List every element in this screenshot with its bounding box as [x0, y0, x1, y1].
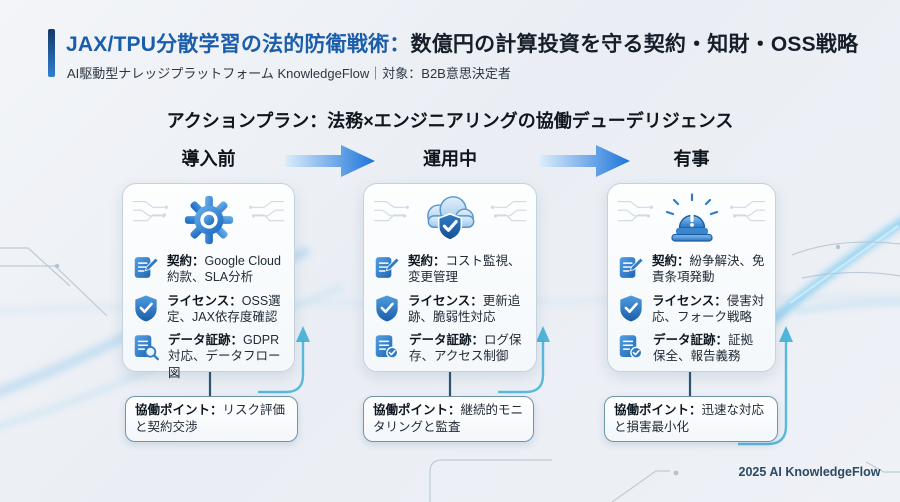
item-value: 更新追跡、脆弱性対応 — [408, 293, 521, 324]
circuit-trace-icon — [730, 200, 766, 222]
circuit-nodes — [54, 244, 841, 476]
card-icon-area — [132, 191, 285, 249]
shield-check-icon — [376, 294, 398, 321]
stage-label-incident: 有事 — [673, 149, 710, 169]
collab-label: 協働ポイント： — [373, 403, 461, 417]
item-label: 契約： — [652, 254, 690, 268]
shield-check-icon — [620, 294, 642, 321]
page-title-rest: 数億円の計算投資を守る契約・知財・OSS戦略 — [410, 33, 859, 56]
card-connectors — [208, 371, 692, 398]
list-item-data-evidence: データ証跡：証拠保全、報告義務 — [618, 332, 765, 365]
stage-label-pre-deployment: 導入前 — [181, 149, 236, 169]
item-label: データ証跡： — [168, 333, 244, 347]
item-text: データ証跡：GDPR対応、データフロー図 — [168, 332, 284, 381]
item-text: ライセンス：OSS選定、JAX依存度確認 — [167, 293, 284, 326]
collab-label: 協働ポイント： — [135, 403, 223, 417]
feedback-arrows — [258, 340, 788, 446]
card-icon-area — [617, 191, 766, 249]
item-value: OSS選定、JAX依存度確認 — [167, 293, 281, 324]
shield-check-icon — [135, 294, 157, 321]
list-item-license: ライセンス：更新追跡、脆弱性対応 — [374, 293, 526, 326]
collab-point-box-pre-deployment: 協働ポイント：リスク評価と契約交渉 — [125, 396, 298, 442]
list-item-data-evidence: データ証跡：GDPR対応、データフロー図 — [133, 332, 284, 381]
item-text: データ証跡：ログ保存、アクセス制御 — [409, 332, 526, 365]
circuit-trace-icon — [249, 200, 285, 222]
item-text: ライセンス：更新追跡、脆弱性対応 — [408, 293, 526, 326]
page-title-highlight: JAX/TPU分散学習の法的防衛戦術： — [66, 33, 411, 56]
gear-icon — [184, 195, 233, 245]
collab-point-box-incident: 協働ポイント：迅速な対応と損害最小化 — [604, 396, 778, 442]
list-item-data-evidence: データ証跡：ログ保存、アクセス制御 — [374, 332, 526, 365]
section-title: アクションプラン：法務×エンジニアリングの協働デューデリジェンス — [166, 111, 734, 131]
stage-arrow-icon — [540, 145, 630, 177]
document-check-icon — [619, 335, 643, 359]
item-value: 証拠保全、報告義務 — [653, 333, 754, 364]
list-item-contract: 契約：紛争解決、免責条項発動 — [618, 253, 765, 286]
page-title: JAX/TPU分散学習の法的防衛戦術：数億円の計算投資を守る契約・知財・OSS戦… — [66, 28, 858, 58]
item-label: データ証跡： — [409, 333, 485, 347]
circuit-trace-icon — [617, 200, 653, 222]
collab-point-box-in-operation: 協働ポイント：継続的モニタリングと監査 — [363, 396, 534, 442]
item-value: コスト監視、変更管理 — [408, 254, 521, 285]
item-label: データ証跡： — [653, 333, 729, 347]
list-item-license: ライセンス：侵害対応、フォーク戦略 — [618, 293, 765, 326]
item-text: ライセンス：侵害対応、フォーク戦略 — [652, 293, 765, 326]
item-label: ライセンス： — [408, 293, 483, 308]
stage-label-in-operation: 運用中 — [423, 149, 477, 169]
circuit-trace-icon — [491, 200, 527, 222]
item-value: ログ保存、アクセス制御 — [409, 333, 522, 364]
item-value: 紛争解決、免責条項発動 — [652, 254, 765, 285]
list-item-license: ライセンス：OSS選定、JAX依存度確認 — [133, 293, 284, 326]
document-check-icon — [375, 335, 399, 359]
alarm-icon — [665, 193, 718, 242]
item-value: Google Cloud 約款、SLA分析 — [167, 254, 281, 285]
stage-card-incident: 契約：紛争解決、免責条項発動 ライセンス：侵害対応、フォーク戦略 データ証跡：証… — [607, 183, 776, 372]
list-item-contract: 契約：Google Cloud 約款、SLA分析 — [133, 253, 284, 286]
document-pencil-icon — [619, 257, 644, 278]
collab-text: 迅速な対応と損害最小化 — [614, 403, 765, 434]
circuit-trace-icon — [373, 200, 409, 222]
collab-text: 継続的モニタリングと監査 — [373, 403, 524, 434]
lightning-streak — [789, 225, 899, 304]
title-accent-bar — [48, 29, 55, 77]
stage-card-pre-deployment: 契約：Google Cloud 約款、SLA分析 ライセンス：OSS選定、JAX… — [122, 183, 295, 380]
footer-credit: 2025 AI KnowledgeFlow — [738, 465, 881, 479]
page-subtitle: AI駆動型ナレッジプラットフォーム KnowledgeFlow｜対象：B2B意思… — [67, 66, 511, 81]
item-value: GDPR対応、データフロー図 — [168, 333, 281, 380]
document-pencil-icon — [375, 257, 400, 278]
list-item-contract: 契約：コスト監視、変更管理 — [374, 253, 526, 286]
item-label: 契約： — [408, 254, 446, 268]
item-value: 侵害対応、フォーク戦略 — [652, 293, 765, 324]
feedback-arrowheads — [296, 326, 793, 342]
stage-card-in-operation: 契約：コスト監視、変更管理 ライセンス：更新追跡、脆弱性対応 データ証跡：ログ保… — [363, 183, 537, 372]
stage-arrow-icon — [285, 145, 375, 177]
item-text: 契約：コスト監視、変更管理 — [408, 253, 526, 286]
collab-text: リスク評価と契約交渉 — [135, 403, 286, 434]
item-label: ライセンス： — [652, 293, 727, 308]
card-icon-area — [373, 191, 527, 249]
item-label: ライセンス： — [167, 293, 242, 308]
collab-label: 協働ポイント： — [614, 403, 702, 417]
item-text: 契約：Google Cloud 約款、SLA分析 — [167, 253, 284, 286]
cloud-shield-icon — [427, 196, 475, 241]
item-text: データ証跡：証拠保全、報告義務 — [653, 332, 765, 365]
item-label: 契約： — [167, 254, 205, 268]
item-text: 契約：紛争解決、免責条項発動 — [652, 253, 765, 286]
document-pencil-icon — [134, 257, 159, 278]
document-search-icon — [134, 335, 159, 361]
circuit-trace-icon — [132, 200, 168, 222]
